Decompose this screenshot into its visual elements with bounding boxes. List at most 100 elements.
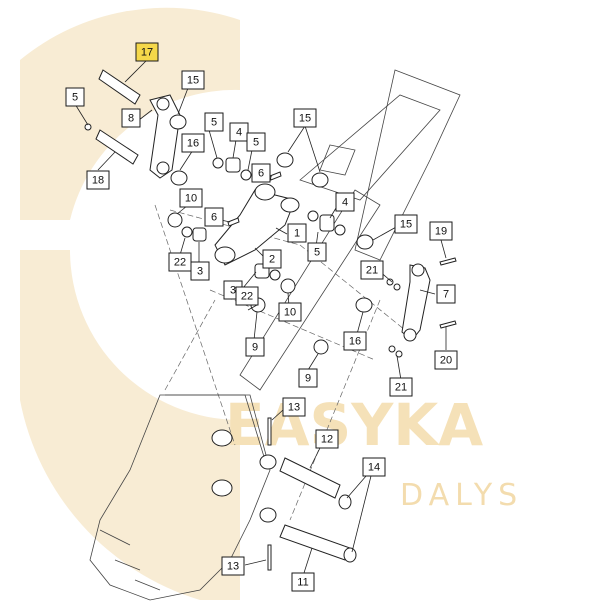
callout-label: 9 [305, 373, 311, 385]
callout-label: 7 [443, 289, 449, 301]
callout-8: 8 [121, 108, 141, 128]
callout-9: 9 [245, 337, 265, 357]
callout-label: 16 [187, 138, 199, 150]
callout-13: 13 [282, 397, 306, 417]
callout-box [181, 70, 205, 90]
callout-17: 17 [135, 42, 159, 62]
callout-1: 1 [287, 223, 307, 243]
callout-box [343, 331, 367, 351]
callout-5: 5 [307, 242, 327, 262]
callout-14: 14 [362, 457, 386, 477]
callout-label: 5 [72, 92, 78, 104]
callout-box [204, 207, 224, 227]
callout-label: 2 [269, 254, 275, 266]
callout-label: 10 [284, 307, 296, 319]
callout-label: 12 [321, 434, 333, 446]
callout-9: 9 [298, 368, 318, 388]
callout-box [429, 221, 453, 241]
callout-12: 12 [315, 429, 339, 449]
callout-box [389, 377, 413, 397]
callout-box [179, 188, 203, 208]
callout-label: 15 [400, 219, 412, 231]
callout-label: 18 [92, 175, 104, 187]
callout-box [287, 223, 307, 243]
callout-19: 19 [429, 221, 453, 241]
callout-label: 21 [395, 382, 407, 394]
callout-label: 20 [440, 355, 452, 367]
callout-box [394, 214, 418, 234]
callout-box [315, 429, 339, 449]
callout-label: 10 [185, 193, 197, 205]
callout-label: 13 [227, 561, 239, 573]
callout-label: 8 [128, 113, 134, 125]
callout-4: 4 [229, 122, 249, 142]
pin-17 [98, 69, 141, 105]
parts [84, 69, 457, 571]
link-8 [149, 94, 181, 179]
callout-5: 5 [65, 87, 85, 107]
callout-label: 9 [252, 342, 258, 354]
callout-15: 15 [394, 214, 418, 234]
callout-16: 16 [343, 331, 367, 351]
callout-box [221, 556, 245, 576]
callout-box [204, 112, 224, 132]
callout-box [190, 261, 210, 281]
callout-16: 16 [181, 133, 205, 153]
callout-label: 5 [253, 137, 259, 149]
callout-11: 11 [291, 572, 315, 592]
watermark-sub: DALYS [400, 478, 523, 513]
callout-label: 19 [435, 226, 447, 238]
callout-label: 4 [236, 127, 242, 139]
callout-label: 21 [366, 265, 378, 277]
callout-box [229, 122, 249, 142]
callout-label: 6 [258, 168, 264, 180]
watermark-brand: EASYKA [225, 391, 483, 459]
callout-box [251, 163, 271, 183]
callout-box [278, 302, 302, 322]
callout-box [282, 397, 306, 417]
bucket [89, 394, 277, 601]
callout-box [335, 192, 355, 212]
callout-box [181, 133, 205, 153]
callout-box [245, 337, 265, 357]
pin-18 [95, 129, 139, 165]
callout-box [262, 249, 282, 269]
callout-5: 5 [204, 112, 224, 132]
callout-box [436, 284, 456, 304]
callout-label: 3 [197, 266, 203, 278]
callout-label: 5 [211, 117, 217, 129]
callout-4: 4 [335, 192, 355, 212]
callout-box [235, 286, 259, 306]
callout-label: 17 [141, 47, 153, 59]
callout-21: 21 [360, 260, 384, 280]
watermark-gear-icon [20, 7, 240, 601]
callout-22: 22 [168, 252, 192, 272]
callout-box [291, 572, 315, 592]
callout-label: 13 [288, 402, 300, 414]
callout-label: 15 [187, 75, 199, 87]
callout-label: 16 [349, 336, 361, 348]
callout-label: 22 [241, 291, 253, 303]
leader-lines [74, 59, 447, 577]
callout-5: 5 [246, 132, 266, 152]
callout-7: 7 [436, 284, 456, 304]
callout-20: 20 [434, 350, 458, 370]
callout-box [360, 260, 384, 280]
callout-6: 6 [204, 207, 224, 227]
callout-box [362, 457, 386, 477]
callout-box [121, 108, 141, 128]
pin-12 [279, 457, 341, 499]
callout-label: 3 [230, 285, 236, 297]
callout-box [434, 350, 458, 370]
callout-22: 22 [235, 286, 259, 306]
callout-10: 10 [278, 302, 302, 322]
callout-21: 21 [389, 377, 413, 397]
callout-label: 14 [368, 462, 380, 474]
callout-box [65, 87, 85, 107]
callout-label: 11 [297, 577, 308, 589]
callout-3: 3 [190, 261, 210, 281]
callout-box [307, 242, 327, 262]
callout-box [135, 42, 159, 62]
callout-18: 18 [86, 170, 110, 190]
